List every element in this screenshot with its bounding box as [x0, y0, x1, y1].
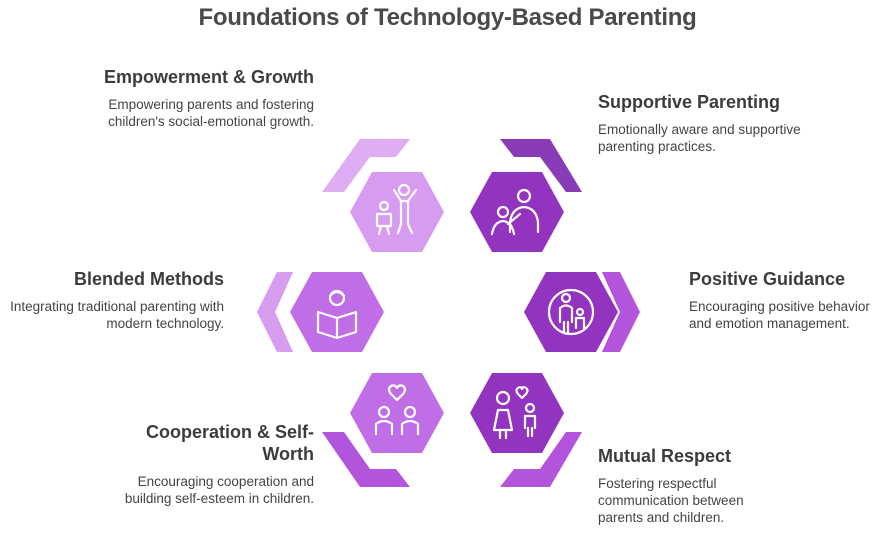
mother-child-heart-icon [492, 386, 537, 440]
hexagon-supportive [470, 172, 564, 252]
segment-supportive [470, 139, 582, 252]
heading-supportive: Supportive Parenting [598, 92, 781, 112]
parent-child-jumping-icon [375, 183, 418, 236]
segment-respect [470, 373, 582, 487]
band-supportive [500, 139, 582, 192]
band-blended-outer [257, 272, 293, 352]
band-guidance-outer [602, 272, 640, 352]
heading-guidance: Positive Guidance [689, 269, 846, 289]
text-cooperation: Cooperation & Self-Worth Encouraging coo… [114, 421, 314, 507]
segment-blended [257, 272, 384, 352]
description-blended: Integrating traditional parenting with m… [10, 299, 224, 331]
description-guidance: Encouraging positive behavior and emotio… [689, 299, 870, 331]
parent-with-child-circle-icon [547, 288, 595, 336]
heading-respect: Mutual Respect [598, 446, 732, 466]
description-respect: Fostering respectful communication betwe… [598, 476, 744, 525]
text-guidance: Positive Guidance Encouraging positive b… [689, 268, 894, 332]
band-cooperation [322, 432, 410, 487]
heading-cooperation: Cooperation & Self-Worth [145, 422, 314, 464]
segment-cooperation [322, 373, 444, 487]
hexagon-respect [470, 373, 564, 453]
heading-empowerment: Empowerment & Growth [103, 67, 314, 87]
parent-hugging-child-icon [490, 188, 540, 236]
text-blended: Blended Methods Integrating traditional … [4, 268, 224, 332]
hexagon-empowerment [350, 172, 444, 252]
two-children-heart-icon [374, 384, 420, 436]
heading-blended: Blended Methods [73, 269, 224, 289]
person-reading-book-icon [316, 289, 358, 340]
description-cooperation: Encouraging cooperation and building sel… [124, 474, 314, 506]
band-empowerment [322, 139, 410, 192]
band-respect [500, 432, 582, 487]
text-empowerment: Empowerment & Growth Empowering parents … [94, 66, 314, 130]
diagram-title: Foundations of Technology-Based Parentin… [198, 4, 697, 31]
hexagon-cooperation [350, 373, 444, 453]
text-supportive: Supportive Parenting Emotionally aware a… [598, 91, 828, 155]
text-respect: Mutual Respect Fostering respectful comm… [598, 445, 758, 526]
segment-empowerment [322, 139, 444, 252]
description-supportive: Emotionally aware and supportive parenti… [598, 122, 801, 154]
hexagon-blended [290, 272, 384, 352]
description-empowerment: Empowering parents and fostering childre… [108, 97, 314, 129]
segment-guidance [524, 272, 640, 352]
